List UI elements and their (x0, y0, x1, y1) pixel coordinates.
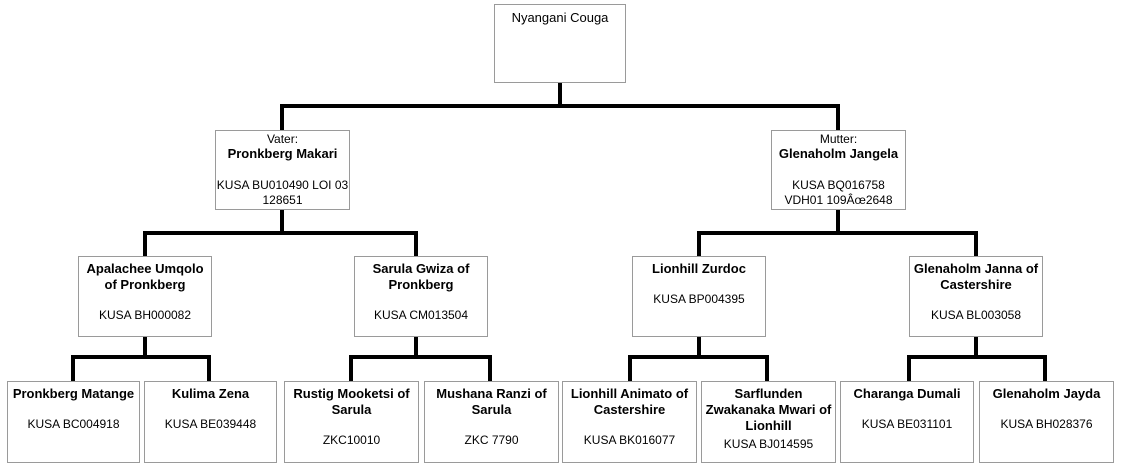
dam-registration: KUSA BQ016758 VDH01 109Âœ2648 (784, 178, 893, 207)
connector-gp1 (71, 336, 211, 382)
great-grandparent-name: Rustig Mooketsi of Sarula (293, 386, 410, 417)
great-grandparent-registration: KUSA BE031101 (861, 417, 953, 431)
grandparent-name: Lionhill Zurdoc (652, 261, 746, 276)
connector-root (280, 82, 840, 131)
great-grandparent-box: Sarflunden Zwakanaka Mwari of Lionhill K… (701, 381, 836, 463)
great-grandparent-registration: KUSA BC004918 (27, 417, 120, 431)
subject-box: Nyangani Couga (494, 4, 626, 83)
dam-name: Glenaholm Jangela (778, 146, 899, 161)
connector-dam (697, 209, 978, 257)
great-grandparent-name: Mushana Ranzi of Sarula (436, 386, 547, 417)
great-grandparent-registration: KUSA BK016077 (583, 433, 676, 447)
great-grandparent-name: Pronkberg Matange (12, 386, 135, 401)
great-grandparent-registration: ZKC 7790 (464, 433, 519, 447)
grandparent-box: Sarula Gwiza of Pronkberg KUSA CM013504 (354, 256, 488, 337)
connector-gp4 (907, 336, 1047, 382)
grandparent-name: Sarula Gwiza of Pronkberg (372, 261, 470, 292)
great-grandparent-registration: KUSA BJ014595 (723, 437, 814, 451)
great-grandparent-registration: KUSA BE039448 (164, 417, 257, 431)
great-grandparent-box: Charanga Dumali KUSA BE031101 (840, 381, 974, 463)
great-grandparent-box: Pronkberg Matange KUSA BC004918 (7, 381, 140, 463)
great-grandparent-name: Lionhill Animato of Castershire (570, 386, 689, 417)
great-grandparent-name: Kulima Zena (171, 386, 250, 401)
dam-box: Mutter: Glenaholm Jangela KUSA BQ016758 … (771, 130, 906, 210)
great-grandparent-box: Lionhill Animato of Castershire KUSA BK0… (562, 381, 697, 463)
grandparent-name: Apalachee Umqolo of Pronkberg (86, 261, 204, 292)
great-grandparent-box: Glenaholm Jayda KUSA BH028376 (979, 381, 1114, 463)
grandparent-name: Glenaholm Janna of Castershire (913, 261, 1039, 292)
great-grandparent-box: Rustig Mooketsi of Sarula ZKC10010 (284, 381, 419, 463)
grandparent-registration: KUSA CM013504 (373, 308, 469, 322)
sire-registration: KUSA BU010490 LOI 03 128651 (216, 178, 349, 207)
sire-box: Vater: Pronkberg Makari KUSA BU010490 LO… (215, 130, 350, 210)
great-grandparent-name: Glenaholm Jayda (992, 386, 1101, 401)
grandparent-registration: KUSA BL003058 (930, 308, 1022, 322)
great-grandparent-box: Kulima Zena KUSA BE039448 (144, 381, 277, 463)
connector-gp3 (628, 336, 769, 382)
subject-name: Nyangani Couga (511, 10, 609, 25)
great-grandparent-box: Mushana Ranzi of Sarula ZKC 7790 (424, 381, 559, 463)
great-grandparent-registration: ZKC10010 (322, 433, 381, 447)
great-grandparent-registration: KUSA BH028376 (1000, 417, 1093, 431)
great-grandparent-name: Sarflunden Zwakanaka Mwari of Lionhill (705, 386, 832, 433)
connector-gp2 (349, 336, 492, 382)
grandparent-box: Lionhill Zurdoc KUSA BP004395 (632, 256, 766, 337)
dam-role-label: Mutter: (819, 132, 858, 146)
sire-role-label: Vater: (266, 132, 299, 146)
grandparent-registration: KUSA BP004395 (653, 292, 745, 306)
connector-sire (143, 209, 418, 257)
grandparent-box: Apalachee Umqolo of Pronkberg KUSA BH000… (78, 256, 212, 337)
grandparent-registration: KUSA BH000082 (98, 308, 192, 322)
grandparent-box: Glenaholm Janna of Castershire KUSA BL00… (909, 256, 1043, 337)
great-grandparent-name: Charanga Dumali (853, 386, 961, 401)
sire-name: Pronkberg Makari (227, 146, 338, 161)
